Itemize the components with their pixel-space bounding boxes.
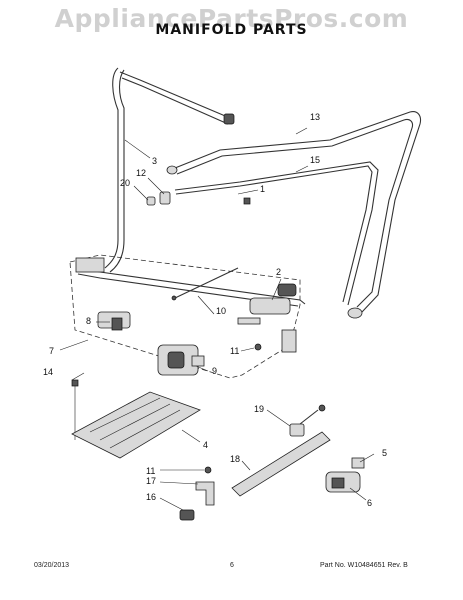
- part-13-tube: [166, 111, 422, 319]
- callout-14: 14: [43, 367, 53, 377]
- callout-20: 20: [120, 178, 130, 188]
- callout-17: 17: [146, 476, 156, 486]
- part-2-valve: [237, 283, 297, 325]
- part-15-tube: [174, 161, 379, 306]
- part-11-screw-bottom: [204, 466, 212, 474]
- watermark: AppliancePartsPros.com: [54, 4, 409, 33]
- part-18-burner: [231, 431, 331, 497]
- callout-7: 7: [49, 346, 54, 356]
- footer-page: 6: [230, 562, 234, 569]
- callout-11-bottom: 11: [146, 466, 155, 476]
- callouts: 1 2 3 4 5 6 7 8 9 10 11 11 12 13 14 15 1…: [43, 112, 387, 508]
- callout-16: 16: [146, 492, 156, 502]
- callout-2: 2: [276, 267, 281, 277]
- callout-19: 19: [254, 404, 264, 414]
- callout-4: 4: [203, 440, 208, 450]
- part-10-wire: [171, 267, 239, 301]
- part-11-screw-top: [254, 343, 262, 351]
- part-9-regulator: [157, 344, 205, 376]
- callout-11-top: 11: [230, 346, 239, 356]
- callout-10: 10: [216, 306, 226, 316]
- callout-3: 3: [152, 156, 157, 166]
- part-4-shield: [71, 391, 201, 459]
- callout-8: 8: [86, 316, 91, 326]
- part-1-orifice: [243, 197, 251, 205]
- footer-part-number: Part No. W10484651 Rev. B: [320, 562, 408, 569]
- callout-5: 5: [382, 448, 387, 458]
- leader-lines: [59, 127, 375, 511]
- part-12-fitting: [159, 191, 171, 205]
- part-16-clip: [179, 509, 195, 521]
- part-3-tube: [104, 67, 235, 273]
- part-8-valve: [97, 311, 131, 331]
- callout-15: 15: [310, 155, 320, 165]
- callout-6: 6: [367, 498, 372, 508]
- callout-9: 9: [212, 366, 217, 376]
- part-19-igniter: [289, 404, 326, 437]
- callout-18: 18: [230, 454, 240, 464]
- footer-date: 03/20/2013: [34, 562, 70, 569]
- callout-1: 1: [260, 184, 265, 194]
- part-20-nut: [146, 196, 156, 206]
- page-title: MANIFOLD PARTS: [155, 22, 308, 38]
- part-5-clip: [351, 457, 365, 469]
- part-14-screw: [71, 379, 79, 440]
- callout-13: 13: [310, 112, 320, 122]
- part-6-valve: [325, 471, 361, 493]
- callout-12: 12: [136, 168, 146, 178]
- part-17-bracket: [195, 481, 215, 506]
